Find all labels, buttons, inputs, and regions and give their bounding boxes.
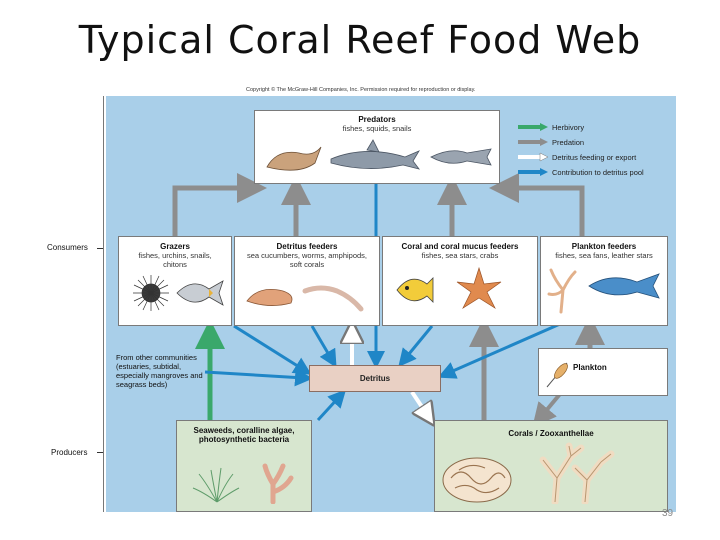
- seaweed-shape: [193, 468, 239, 502]
- detritus-feeders-sub: sea cucumbers, worms, amphipods, soft co…: [235, 251, 379, 269]
- detritus-feeders-illustration: [235, 269, 379, 313]
- sea-cucumber-shape: [247, 289, 292, 305]
- grazers-illustration: [119, 269, 231, 313]
- predation-arrow-plankton-feeders: [504, 188, 582, 236]
- fish-shape: [177, 281, 223, 305]
- legend-herbivory: Herbivory: [518, 121, 584, 133]
- corals-illustration: [435, 438, 667, 504]
- predation-arrow-plankton-corals: [540, 394, 560, 418]
- detritus-box: Detritus: [309, 365, 441, 392]
- seaweeds-illustration: [177, 444, 311, 504]
- seaweeds-title: Seaweeds, coralline algae, photosyntheti…: [177, 426, 311, 444]
- coral-mucus-feeders-illustration: [383, 260, 537, 316]
- legend-label: Contribution to detritus pool: [552, 168, 644, 177]
- from-other-communities: From other communities (estuaries, subti…: [116, 353, 206, 389]
- detritus-feeding-swatch: [518, 152, 548, 162]
- detritus-arrow-seaweeds: [318, 396, 340, 420]
- snail-shape: [267, 147, 321, 170]
- plankton-illustration: [539, 349, 579, 395]
- plankton-box: Plankton: [538, 348, 668, 396]
- legend-label: Detritus feeding or export: [552, 153, 636, 162]
- detritus-arrow-detritus-feeders: [312, 326, 332, 360]
- predators-box: Predators fishes, squids, snails: [254, 110, 500, 184]
- plankton-feeders-illustration: [541, 260, 667, 316]
- sea-fan-shape: [549, 270, 575, 312]
- plankton-feeders-sub: fishes, sea fans, leather stars: [541, 251, 667, 260]
- plankton-feeders-title: Plankton feeders: [541, 242, 667, 251]
- shark-shape: [331, 140, 419, 169]
- detritus-arrow-grazers: [234, 326, 304, 370]
- detritus-feeders-box: Detritus feeders sea cucumbers, worms, a…: [234, 236, 380, 326]
- legend-label: Herbivory: [552, 123, 584, 132]
- predation-swatch: [518, 137, 548, 147]
- legend-detritus-contribution: Contribution to detritus pool: [518, 166, 644, 178]
- grazers-box: Grazers fishes, urchins, snails, chitons: [118, 236, 232, 326]
- herbivory-swatch: [518, 122, 548, 132]
- coral-mucus-feeders-box: Coral and coral mucus feeders fishes, se…: [382, 236, 538, 326]
- seaweeds-box: Seaweeds, coralline algae, photosyntheti…: [176, 420, 312, 512]
- legend-detritus-feeding: Detritus feeding or export: [518, 151, 636, 163]
- predators-sub: fishes, squids, snails: [255, 124, 499, 133]
- coral-mucus-feeders-title: Coral and coral mucus feeders: [383, 242, 537, 251]
- corals-box: Corals / Zooxanthellae: [434, 420, 668, 512]
- plankton-title: Plankton: [573, 363, 607, 372]
- legend-predation: Predation: [518, 136, 584, 148]
- predators-title: Predators: [255, 115, 499, 124]
- plankton-feeder-fish-shape: [589, 274, 659, 298]
- detritus-export-arrow: [412, 392, 428, 416]
- detritus-contribution-swatch: [518, 167, 548, 177]
- worm-shape: [305, 288, 361, 309]
- predation-arrow-grazers: [175, 188, 252, 236]
- corals-title: Corals / Zooxanthellae: [435, 429, 667, 438]
- predators-illustration: [255, 133, 499, 179]
- page-number: 39: [662, 508, 673, 519]
- detritus-feeders-title: Detritus feeders: [235, 242, 379, 251]
- grazers-title: Grazers: [119, 242, 231, 251]
- butterflyfish-shape: [397, 278, 433, 302]
- legend-label: Predation: [552, 138, 584, 147]
- branching-coral-shape: [543, 446, 611, 502]
- detritus-arrow-from-other: [205, 372, 304, 378]
- urchin-shape: [133, 275, 169, 311]
- brain-coral-shape: [443, 458, 511, 502]
- sea-star-shape: [457, 268, 501, 308]
- plankton-feeders-box: Plankton feeders fishes, sea fans, leath…: [540, 236, 668, 326]
- squid-shape: [431, 149, 491, 165]
- coral-mucus-feeders-sub: fishes, sea stars, crabs: [383, 251, 537, 260]
- detritus-arrow-coral-feeders: [404, 326, 432, 360]
- coralline-algae-shape: [265, 466, 291, 502]
- grazers-sub: fishes, urchins, snails, chitons: [119, 251, 231, 269]
